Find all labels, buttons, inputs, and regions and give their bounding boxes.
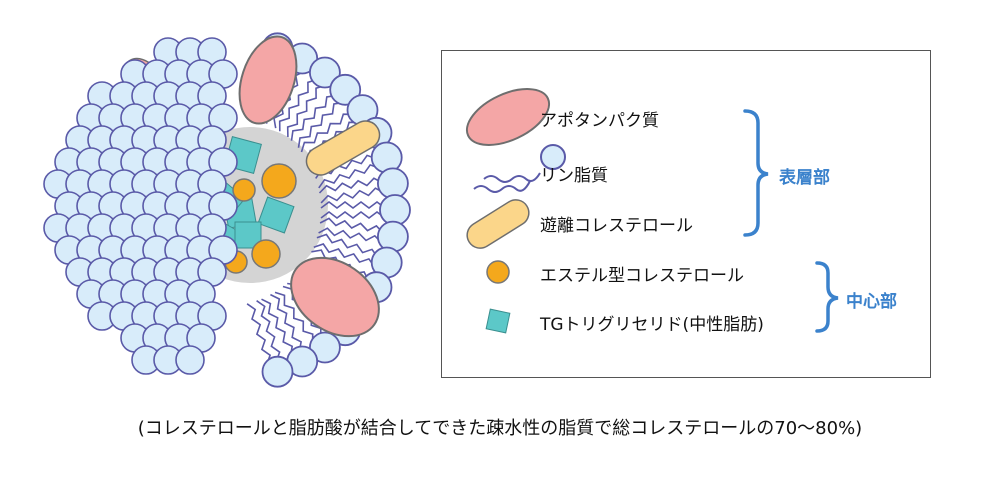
free-cholesterol	[305, 120, 381, 176]
phospholipid-head	[376, 220, 409, 253]
phospholipid-head	[175, 345, 205, 375]
free-cholesterol-icon	[466, 199, 530, 249]
phospholipid-tail	[290, 94, 337, 141]
phospholipid-tail	[320, 201, 386, 209]
phospholipid-heads-left	[43, 37, 238, 375]
group-label-core: 中心部	[846, 292, 897, 312]
apoprotein	[238, 35, 298, 125]
phospholipid-tail	[256, 300, 281, 362]
phospholipid-head	[329, 73, 362, 106]
phospholipid-tail	[320, 211, 386, 219]
surface-bracket	[743, 109, 769, 237]
triglyceride-icon	[485, 308, 511, 334]
phospholipid-tail	[318, 227, 383, 244]
phospholipid-tail	[318, 163, 380, 189]
phospholipid-tail	[278, 78, 318, 132]
group-label-surface: 表層部	[779, 168, 830, 188]
apoprotein-icon	[465, 88, 551, 146]
ester-cholesterol-icon	[486, 260, 510, 284]
phospholipid-tail	[313, 243, 376, 268]
phospholipid-head	[376, 167, 409, 200]
lipoprotein-particle-illustration	[43, 32, 411, 388]
phospholipid-tail	[316, 233, 379, 258]
phospholipid-tail	[319, 217, 384, 234]
legend-label-ester-cholesterol: エステル型コレステロール	[540, 266, 744, 286]
phospholipid-head	[308, 331, 341, 364]
phospholipid-tail	[318, 177, 384, 194]
phospholipid-head	[308, 56, 341, 89]
ester-cholesterol-molecule	[261, 163, 297, 199]
phospholipid-icon	[473, 144, 566, 193]
phospholipid-tail	[274, 291, 314, 345]
ester-cholesterol-molecule	[251, 239, 281, 269]
caption: (コレステロールと脂肪酸が結合してできた疎水性の脂質で総コレステロールの70〜8…	[137, 418, 863, 439]
phospholipid-tail	[261, 298, 294, 357]
phospholipid-tail	[273, 70, 306, 129]
phospholipid-head	[261, 355, 294, 388]
phospholipid-tail	[246, 303, 272, 365]
legend-graphics	[465, 88, 839, 334]
legend-box: アポタンパク質 リン脂質 遊離コレステロール エステル型コレステロール TGトリ…	[441, 50, 931, 378]
triglyceride-molecule	[257, 196, 295, 234]
core-bracket	[815, 261, 839, 333]
phospholipid-tail	[286, 84, 326, 138]
phospholipid-tail	[320, 187, 385, 204]
phospholipid-head	[370, 141, 403, 174]
phospholipid-tail	[270, 293, 302, 352]
legend-label-phospholipid: リン脂質	[540, 166, 608, 186]
legend-label-free-cholesterol: 遊離コレステロール	[540, 216, 693, 236]
apoprotein	[290, 256, 380, 338]
legend-label-triglyceride: TGトリグリセリド(中性脂肪)	[540, 315, 764, 335]
legend-label-apoprotein: アポタンパク質	[540, 111, 659, 131]
ester-cholesterol-molecule	[232, 178, 256, 202]
phospholipid-tail	[300, 113, 354, 153]
surface-proteins-right	[238, 35, 381, 338]
phospholipid-head	[379, 194, 411, 226]
phospholipid-tail	[297, 101, 344, 148]
